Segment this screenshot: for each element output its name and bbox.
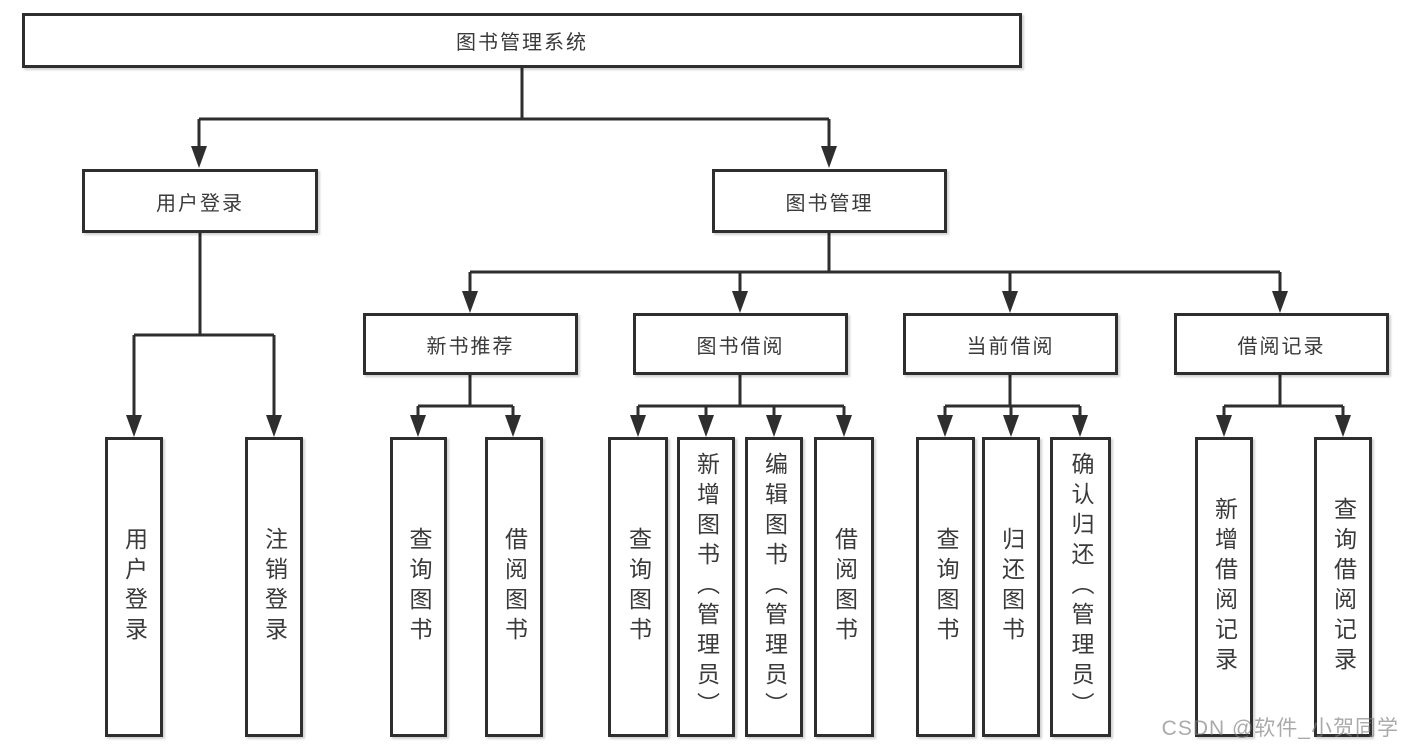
node-label: 借阅记录 (1237, 335, 1326, 358)
node-label: 归还图书 (998, 527, 1025, 647)
node-leaf-bb-edit-books-admin: 编辑图书（管理员） (745, 437, 803, 737)
node-leaf-br-add-record: 新增借阅记录 (1195, 437, 1253, 737)
node-user-login: 用户登录 (82, 169, 318, 233)
node-book-management: 图书管理 (712, 169, 947, 233)
node-label: 查询图书 (933, 527, 959, 647)
node-new-book-recommend: 新书推荐 (363, 313, 578, 375)
node-leaf-nb-borrow-books: 借阅图书 (485, 437, 543, 737)
node-label: 新增借阅记录 (1211, 497, 1238, 677)
node-leaf-br-query-record: 查询借阅记录 (1314, 437, 1372, 737)
node-leaf-bb-borrow-books: 借阅图书 (814, 437, 874, 737)
node-label: 编辑图书（管理员） (761, 452, 788, 722)
node-label: 新增图书（管理员） (693, 452, 720, 722)
node-book-borrow: 图书借阅 (633, 313, 848, 375)
node-label: 图书管理系统 (456, 32, 588, 54)
connector-paths (132, 68, 1345, 419)
node-leaf-user-login: 用户登录 (105, 437, 163, 737)
node-leaf-bb-query-books: 查询图书 (608, 437, 668, 737)
node-label: 借阅图书 (831, 527, 858, 647)
node-library-system: 图书管理系统 (22, 13, 1022, 68)
node-borrow-records: 借阅记录 (1174, 313, 1389, 375)
node-leaf-cb-return-books: 归还图书 (982, 437, 1040, 737)
node-label: 注销登录 (261, 527, 288, 647)
arrowheads (126, 146, 1351, 437)
node-leaf-nb-query-books: 查询图书 (390, 437, 447, 737)
node-label: 当前借阅 (966, 335, 1055, 358)
node-label: 查询图书 (406, 527, 432, 647)
node-label: 确认归还（管理员） (1068, 452, 1094, 722)
node-current-borrow: 当前借阅 (903, 313, 1118, 375)
node-leaf-logout: 注销登录 (245, 437, 303, 737)
node-label: 用户登录 (121, 527, 148, 647)
node-label: 查询图书 (625, 527, 652, 647)
node-label: 用户登录 (156, 192, 244, 215)
node-label: 新书推荐 (426, 335, 515, 358)
node-leaf-cb-query-books: 查询图书 (916, 437, 975, 737)
node-label: 借阅图书 (501, 527, 528, 647)
watermark: CSDN @软件_小贺同学 (1161, 717, 1399, 740)
node-leaf-cb-confirm-return-admin: 确认归还（管理员） (1050, 437, 1111, 737)
node-label: 图书管理 (785, 192, 874, 215)
node-label: 图书借阅 (696, 335, 785, 358)
node-label: 查询借阅记录 (1330, 497, 1357, 677)
node-leaf-bb-add-books-admin: 新增图书（管理员） (677, 437, 735, 737)
